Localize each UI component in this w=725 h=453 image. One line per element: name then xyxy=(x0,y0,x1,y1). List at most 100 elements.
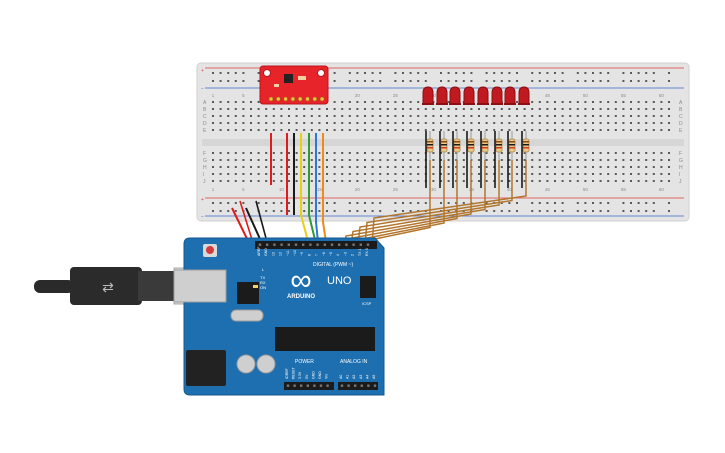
breadboard-hole[interactable] xyxy=(326,180,328,182)
breadboard-hole[interactable] xyxy=(310,129,313,131)
rail-hole[interactable] xyxy=(538,72,541,74)
breadboard-hole[interactable] xyxy=(554,152,556,154)
breadboard-hole[interactable] xyxy=(402,108,404,110)
breadboard-hole[interactable] xyxy=(326,115,328,117)
breadboard-hole[interactable] xyxy=(356,115,359,117)
breadboard-hole[interactable] xyxy=(333,173,336,175)
breadboard-hole[interactable] xyxy=(250,152,252,154)
rail-hole[interactable] xyxy=(645,202,648,204)
breadboard-hole[interactable] xyxy=(660,180,663,182)
rail-hole[interactable] xyxy=(576,72,579,74)
breadboard-hole[interactable] xyxy=(569,108,572,110)
breadboard-hole[interactable] xyxy=(341,101,344,103)
breadboard-hole[interactable] xyxy=(462,180,465,182)
breadboard-hole[interactable] xyxy=(462,159,465,161)
breadboard-hole[interactable] xyxy=(394,122,397,124)
breadboard-hole[interactable] xyxy=(212,173,214,175)
rail-hole[interactable] xyxy=(455,80,458,82)
rail-hole[interactable] xyxy=(227,80,230,82)
rail-hole[interactable] xyxy=(409,202,412,204)
breadboard-hole[interactable] xyxy=(318,122,321,124)
breadboard-hole[interactable] xyxy=(455,152,458,154)
breadboard-hole[interactable] xyxy=(523,180,526,182)
breadboard-hole[interactable] xyxy=(227,122,230,124)
breadboard-hole[interactable] xyxy=(478,115,480,117)
breadboard-hole[interactable] xyxy=(447,101,450,103)
breadboard-hole[interactable] xyxy=(303,122,306,124)
rail-hole[interactable] xyxy=(424,202,427,204)
breadboard-hole[interactable] xyxy=(295,180,298,182)
breadboard-hole[interactable] xyxy=(333,129,336,131)
rail-hole[interactable] xyxy=(212,72,214,74)
rail-hole[interactable] xyxy=(462,202,465,204)
rail-hole[interactable] xyxy=(402,210,404,212)
breadboard-hole[interactable] xyxy=(272,173,275,175)
breadboard-hole[interactable] xyxy=(326,122,328,124)
rail-hole[interactable] xyxy=(493,72,496,74)
breadboard-hole[interactable] xyxy=(592,180,594,182)
breadboard-hole[interactable] xyxy=(485,173,488,175)
breadboard-hole[interactable] xyxy=(417,129,420,131)
breadboard-hole[interactable] xyxy=(295,122,298,124)
breadboard-hole[interactable] xyxy=(554,122,556,124)
rail-hole[interactable] xyxy=(272,202,275,204)
breadboard-hole[interactable] xyxy=(637,180,640,182)
rail-hole[interactable] xyxy=(607,72,610,74)
breadboard-hole[interactable] xyxy=(516,166,518,168)
rail-hole[interactable] xyxy=(538,202,541,204)
breadboard-hole[interactable] xyxy=(637,122,640,124)
rail-hole[interactable] xyxy=(424,72,427,74)
breadboard-hole[interactable] xyxy=(592,129,594,131)
breadboard-hole[interactable] xyxy=(303,152,306,154)
breadboard-hole[interactable] xyxy=(637,108,640,110)
breadboard-hole[interactable] xyxy=(386,115,389,117)
breadboard-hole[interactable] xyxy=(645,180,648,182)
breadboard-hole[interactable] xyxy=(614,180,617,182)
breadboard-hole[interactable] xyxy=(485,166,488,168)
breadboard-hole[interactable] xyxy=(561,122,564,124)
rail-hole[interactable] xyxy=(219,202,222,204)
breadboard-hole[interactable] xyxy=(379,180,382,182)
breadboard-hole[interactable] xyxy=(607,152,610,154)
breadboard-hole[interactable] xyxy=(295,115,298,117)
breadboard-hole[interactable] xyxy=(576,180,579,182)
rail-hole[interactable] xyxy=(379,210,382,212)
rail-hole[interactable] xyxy=(592,80,594,82)
breadboard-hole[interactable] xyxy=(234,101,237,103)
rail-hole[interactable] xyxy=(234,80,237,82)
breadboard-hole[interactable] xyxy=(599,159,602,161)
breadboard-hole[interactable] xyxy=(234,166,237,168)
rail-hole[interactable] xyxy=(371,202,374,204)
breadboard-hole[interactable] xyxy=(219,108,222,110)
rail-hole[interactable] xyxy=(576,210,579,212)
breadboard-hole[interactable] xyxy=(637,173,640,175)
breadboard-hole[interactable] xyxy=(516,159,518,161)
breadboard-hole[interactable] xyxy=(554,173,556,175)
breadboard-hole[interactable] xyxy=(242,108,245,110)
breadboard-hole[interactable] xyxy=(288,115,290,117)
rail-hole[interactable] xyxy=(394,72,397,74)
breadboard-hole[interactable] xyxy=(576,108,579,110)
breadboard-hole[interactable] xyxy=(318,166,321,168)
breadboard-hole[interactable] xyxy=(219,122,222,124)
breadboard-hole[interactable] xyxy=(523,129,526,131)
rail-hole[interactable] xyxy=(668,210,670,212)
breadboard-hole[interactable] xyxy=(417,122,420,124)
breadboard-hole[interactable] xyxy=(584,159,587,161)
breadboard-hole[interactable] xyxy=(257,152,260,154)
rail-hole[interactable] xyxy=(554,72,556,74)
breadboard-hole[interactable] xyxy=(485,129,488,131)
breadboard-hole[interactable] xyxy=(257,108,260,110)
breadboard-hole[interactable] xyxy=(409,129,412,131)
breadboard-hole[interactable] xyxy=(257,115,260,117)
breadboard-hole[interactable] xyxy=(440,173,442,175)
resistor[interactable] xyxy=(440,131,448,160)
rail-hole[interactable] xyxy=(234,210,237,212)
breadboard-hole[interactable] xyxy=(288,173,290,175)
breadboard-hole[interactable] xyxy=(630,115,632,117)
breadboard-hole[interactable] xyxy=(402,152,404,154)
breadboard-hole[interactable] xyxy=(272,152,275,154)
rail-hole[interactable] xyxy=(554,210,556,212)
breadboard-hole[interactable] xyxy=(455,115,458,117)
breadboard-hole[interactable] xyxy=(386,152,389,154)
